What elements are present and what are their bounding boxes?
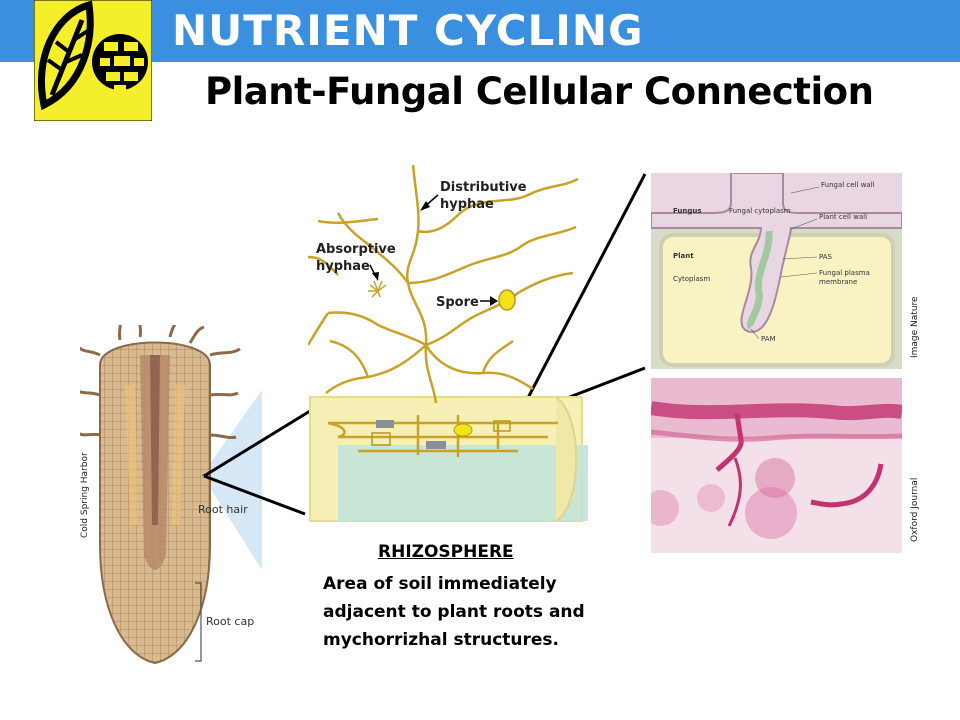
rhizosphere-title: RHIZOSPHERE: [378, 542, 514, 562]
hyphae-network-diagram: Distributive hyphae Absorptive hyphae Sp…: [308, 165, 588, 522]
root-hair-label: Root hair: [198, 503, 248, 516]
plant-cell-wall-label: Plant cell wall: [819, 213, 867, 221]
plant-label: Plant: [673, 252, 694, 260]
page-title: NUTRIENT CYCLING: [172, 6, 644, 55]
fungal-plasma-label-2: membrane: [819, 278, 857, 286]
microscopy-image: [651, 378, 902, 553]
distributive-label-2: hyphae: [440, 197, 494, 212]
absorptive-label-1: Absorptive: [316, 242, 396, 257]
fungus-label: Fungus: [673, 207, 702, 215]
cytoplasm-label: Cytoplasm: [673, 275, 710, 283]
fungal-plasma-label-1: Fungal plasma: [819, 269, 870, 277]
root-cap-label: Root cap: [206, 615, 254, 628]
title-text: NUTRIENT CYCLING: [172, 6, 644, 55]
credit-top-right: Image Nature: [910, 296, 920, 358]
rhizosphere-description: Area of soil immediately adjacent to pla…: [323, 574, 585, 650]
pas-label: PAS: [819, 253, 833, 261]
fungal-cell-wall-label: Fungal cell wall: [821, 181, 875, 189]
distributive-label-1: Distributive: [440, 180, 527, 195]
slide-subtitle: Plant-Fungal Cellular Connection: [205, 70, 874, 113]
credit-bottom-right: Oxford Journal: [910, 477, 920, 542]
pam-label: PAM: [761, 335, 776, 343]
nutrient-cycling-logo: [34, 0, 152, 121]
root-tip-diagram: Root hair Root cap: [80, 325, 262, 665]
fungal-cytoplasm-label: Fungal cytoplasm: [729, 207, 791, 215]
absorptive-label-2: hyphae: [316, 259, 370, 274]
cell-interface-diagram: Fungal cell wall Fungus Fungal cytoplasm…: [651, 173, 902, 369]
spore-label: Spore: [436, 295, 479, 310]
header-bar: [0, 0, 960, 62]
